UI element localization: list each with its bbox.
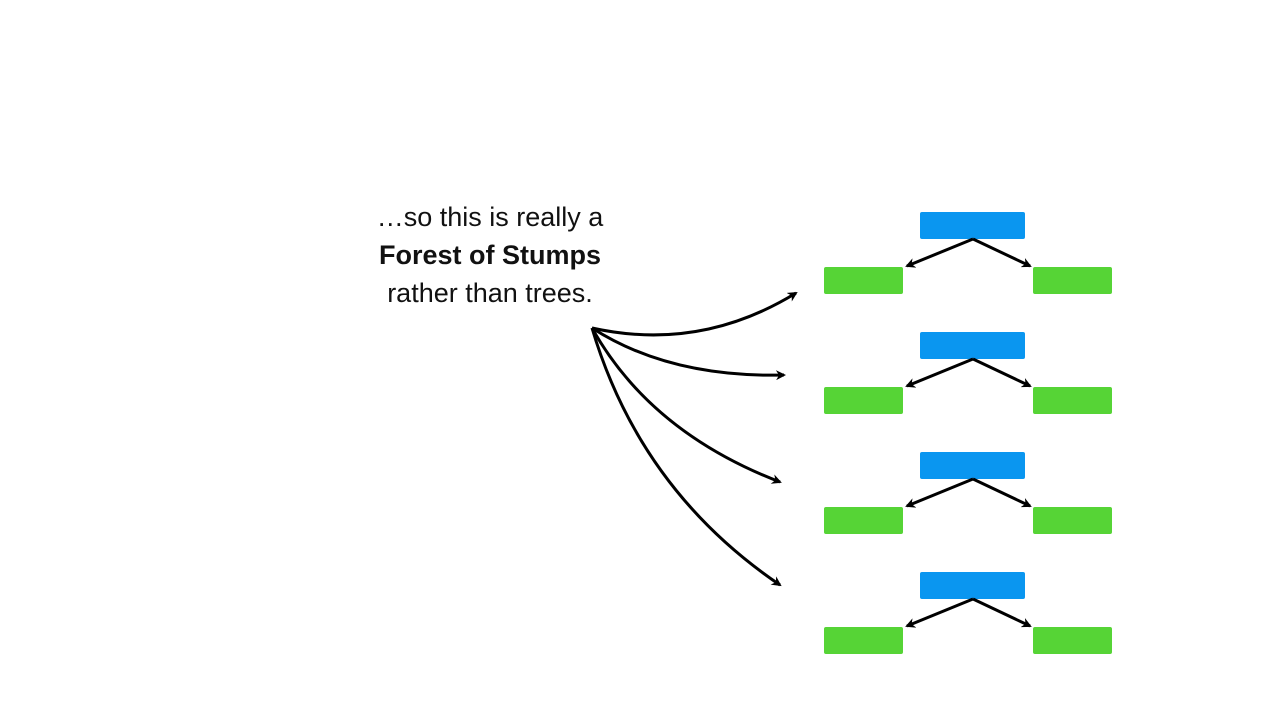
stump-right-arrow (972, 237, 1032, 268)
fan-arrow-2 (591, 326, 786, 381)
fan-arrows (590, 291, 798, 587)
stump-1 (824, 212, 1112, 294)
stump-2 (824, 332, 1112, 414)
stump-right-arrow (972, 477, 1032, 508)
stump-right-leaf (1033, 267, 1112, 294)
caption-line-2-bold: Forest of Stumps (378, 240, 601, 270)
stump-3 (824, 452, 1112, 534)
stump-root-node (920, 332, 1025, 359)
stump-left-arrow (905, 477, 974, 508)
stump-right-leaf (1033, 507, 1112, 534)
stump-left-leaf (824, 267, 903, 294)
stump-4 (824, 572, 1112, 654)
stump-left-leaf (824, 627, 903, 654)
stump-left-arrow (905, 597, 974, 628)
caption: …so this is really a Forest of Stumps ra… (340, 198, 640, 312)
stump-left-arrow (905, 357, 974, 388)
stumps (824, 212, 1112, 654)
stump-root-node (920, 452, 1025, 479)
stump-left-leaf (824, 387, 903, 414)
stump-left-leaf (824, 507, 903, 534)
caption-line-1: …so this is really a (376, 202, 604, 232)
stump-root-node (920, 572, 1025, 599)
fan-arrow-1 (591, 291, 798, 337)
stump-right-leaf (1033, 387, 1112, 414)
caption-line-3: rather than trees. (387, 278, 593, 308)
stump-left-arrow (905, 237, 974, 268)
stump-root-node (920, 212, 1025, 239)
fan-arrow-4 (590, 327, 782, 587)
stump-right-arrow (972, 357, 1032, 388)
fan-arrow-3 (590, 327, 782, 484)
stump-right-arrow (972, 597, 1032, 628)
stump-right-leaf (1033, 627, 1112, 654)
